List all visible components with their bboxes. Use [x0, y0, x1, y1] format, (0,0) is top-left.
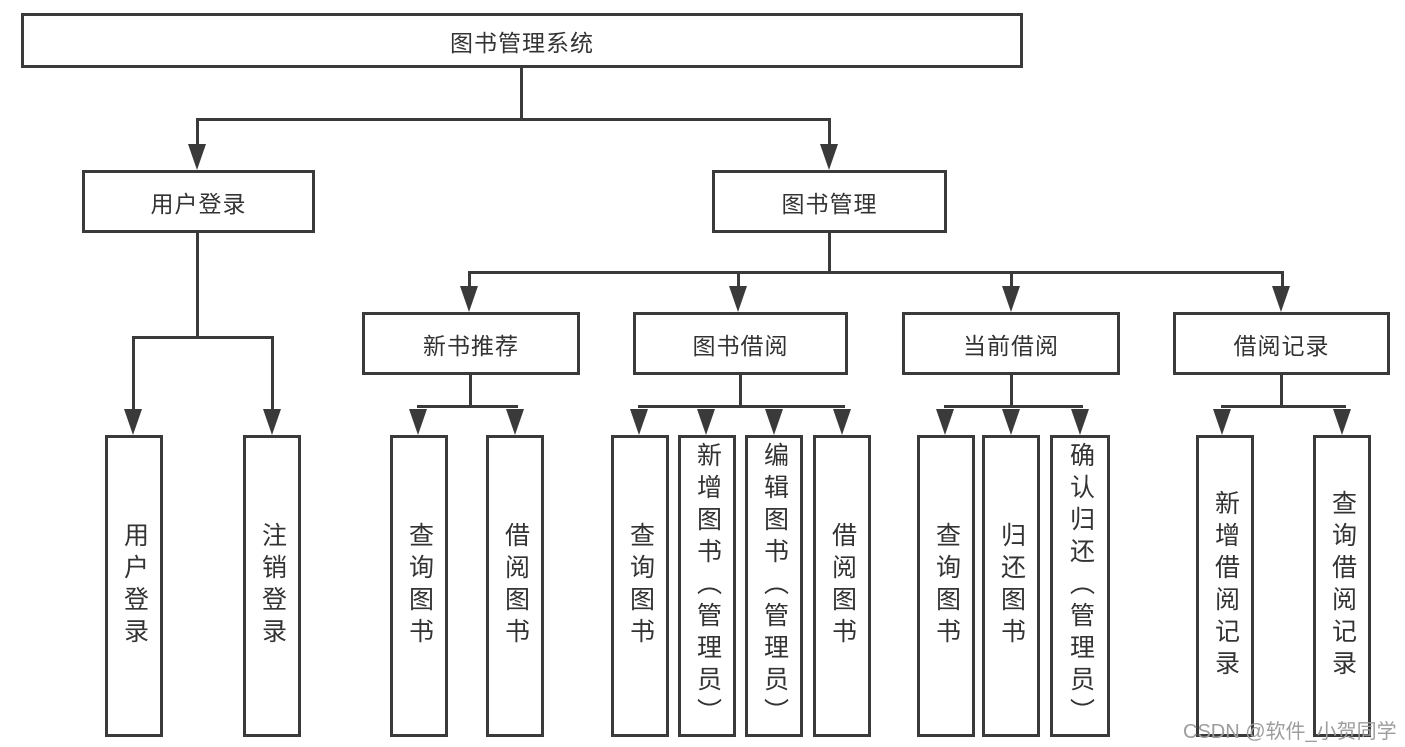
- node-new-book-recommend: 新书推荐: [362, 312, 580, 375]
- connector-user-bar: [132, 336, 274, 339]
- leaf-nb-query-books-label: 查询图书: [405, 522, 434, 650]
- connector-nb-stem: [469, 375, 472, 408]
- connector-user-shaft-right: [271, 336, 274, 412]
- connector-root-stem: [520, 68, 523, 119]
- arrowhead-to-bw-borrow: [833, 409, 851, 435]
- connector-rec-stem: [1280, 375, 1283, 408]
- connector-l1-bar: [196, 118, 831, 121]
- arrowhead-to-bw-query: [630, 409, 648, 435]
- connector-user-stem: [196, 233, 199, 337]
- leaf-nb-borrow-books-label: 借阅图书: [501, 522, 530, 650]
- leaf-rec-query-record-label: 查询借阅记录: [1328, 490, 1357, 682]
- arrowhead-to-user-login: [188, 144, 206, 170]
- node-book-borrow: 图书借阅: [633, 312, 848, 375]
- leaf-logout: 注销登录: [243, 435, 301, 737]
- leaf-rec-add-record: 新增借阅记录: [1196, 435, 1254, 737]
- leaf-logout-label: 注销登录: [258, 522, 287, 650]
- connector-bw-bar: [638, 405, 845, 408]
- node-borrow-records-label: 借阅记录: [1233, 332, 1330, 359]
- leaf-nb-query-books: 查询图书: [390, 435, 448, 737]
- leaf-cur-query-books-label: 查询图书: [932, 522, 961, 650]
- connector-l1-shaft-right: [828, 118, 831, 146]
- node-book-borrow-label: 图书借阅: [692, 332, 789, 359]
- connector-cur-stem: [1010, 375, 1013, 408]
- arrowhead-to-leaf-user-login: [124, 409, 142, 435]
- connector-l1-shaft-left: [196, 118, 199, 146]
- node-root-label: 图书管理系统: [450, 29, 594, 56]
- leaf-bw-query-books: 查询图书: [611, 435, 669, 737]
- leaf-cur-confirm-return-admin: 确认归还（管理员）: [1050, 435, 1110, 737]
- node-book-management-label: 图书管理: [781, 190, 878, 217]
- arrowhead-to-nb-query: [409, 409, 427, 435]
- leaf-user-login: 用户登录: [105, 435, 163, 737]
- leaf-cur-query-books: 查询图书: [917, 435, 975, 737]
- node-borrow-records: 借阅记录: [1173, 312, 1390, 375]
- arrowhead-to-new-book-recommend: [460, 286, 478, 312]
- arrowhead-to-bw-edit: [765, 409, 783, 435]
- leaf-nb-borrow-books: 借阅图书: [486, 435, 544, 737]
- arrowhead-to-current-borrow: [1002, 286, 1020, 312]
- node-current-borrow: 当前借阅: [902, 312, 1120, 375]
- leaf-cur-return-books: 归还图书: [982, 435, 1040, 737]
- arrowhead-to-book-borrow: [729, 286, 747, 312]
- node-book-management: 图书管理: [712, 170, 947, 233]
- connector-bm-shaft-4: [1281, 271, 1284, 288]
- arrowhead-to-leaf-logout: [263, 409, 281, 435]
- leaf-cur-return-books-label: 归还图书: [997, 522, 1026, 650]
- node-root: 图书管理系统: [21, 13, 1023, 68]
- arrowhead-to-book-management: [820, 144, 838, 170]
- connector-user-shaft-left: [132, 336, 135, 412]
- leaf-rec-add-record-label: 新增借阅记录: [1211, 490, 1240, 682]
- leaf-bw-edit-books-admin-label: 编辑图书（管理员）: [760, 442, 789, 730]
- arrowhead-to-nb-borrow: [506, 409, 524, 435]
- connector-bm-stem: [828, 233, 831, 274]
- leaf-bw-borrow-books: 借阅图书: [813, 435, 871, 737]
- connector-bm-bar: [468, 271, 1284, 274]
- leaf-cur-confirm-return-admin-label: 确认归还（管理员）: [1066, 442, 1095, 730]
- arrowhead-to-cur-return: [1002, 409, 1020, 435]
- arrowhead-to-cur-query: [936, 409, 954, 435]
- node-user-login-label: 用户登录: [150, 190, 247, 217]
- arrowhead-to-rec-query: [1333, 409, 1351, 435]
- connector-bm-shaft-1: [468, 271, 471, 288]
- connector-rec-bar: [1221, 405, 1346, 408]
- connector-bw-stem: [739, 375, 742, 408]
- leaf-rec-query-record: 查询借阅记录: [1313, 435, 1371, 737]
- connector-bm-shaft-2: [737, 271, 740, 288]
- arrowhead-to-bw-add: [697, 409, 715, 435]
- connector-cur-bar: [944, 405, 1083, 408]
- node-new-book-recommend-label: 新书推荐: [423, 332, 519, 359]
- leaf-bw-borrow-books-label: 借阅图书: [828, 522, 857, 650]
- csdn-watermark: CSDN @软件_小贺同学: [1183, 721, 1397, 743]
- node-user-login: 用户登录: [82, 170, 315, 233]
- arrowhead-to-borrow-records: [1272, 286, 1290, 312]
- arrowhead-to-cur-confirm: [1071, 409, 1089, 435]
- node-current-borrow-label: 当前借阅: [963, 332, 1059, 359]
- leaf-user-login-label: 用户登录: [120, 522, 149, 650]
- leaf-bw-add-books-admin-label: 新增图书（管理员）: [693, 442, 722, 730]
- arrowhead-to-rec-add: [1213, 409, 1231, 435]
- leaf-bw-query-books-label: 查询图书: [626, 522, 655, 650]
- leaf-bw-add-books-admin: 新增图书（管理员）: [678, 435, 736, 737]
- leaf-bw-edit-books-admin: 编辑图书（管理员）: [745, 435, 803, 737]
- connector-bm-shaft-3: [1010, 271, 1013, 288]
- connector-nb-bar: [417, 405, 518, 408]
